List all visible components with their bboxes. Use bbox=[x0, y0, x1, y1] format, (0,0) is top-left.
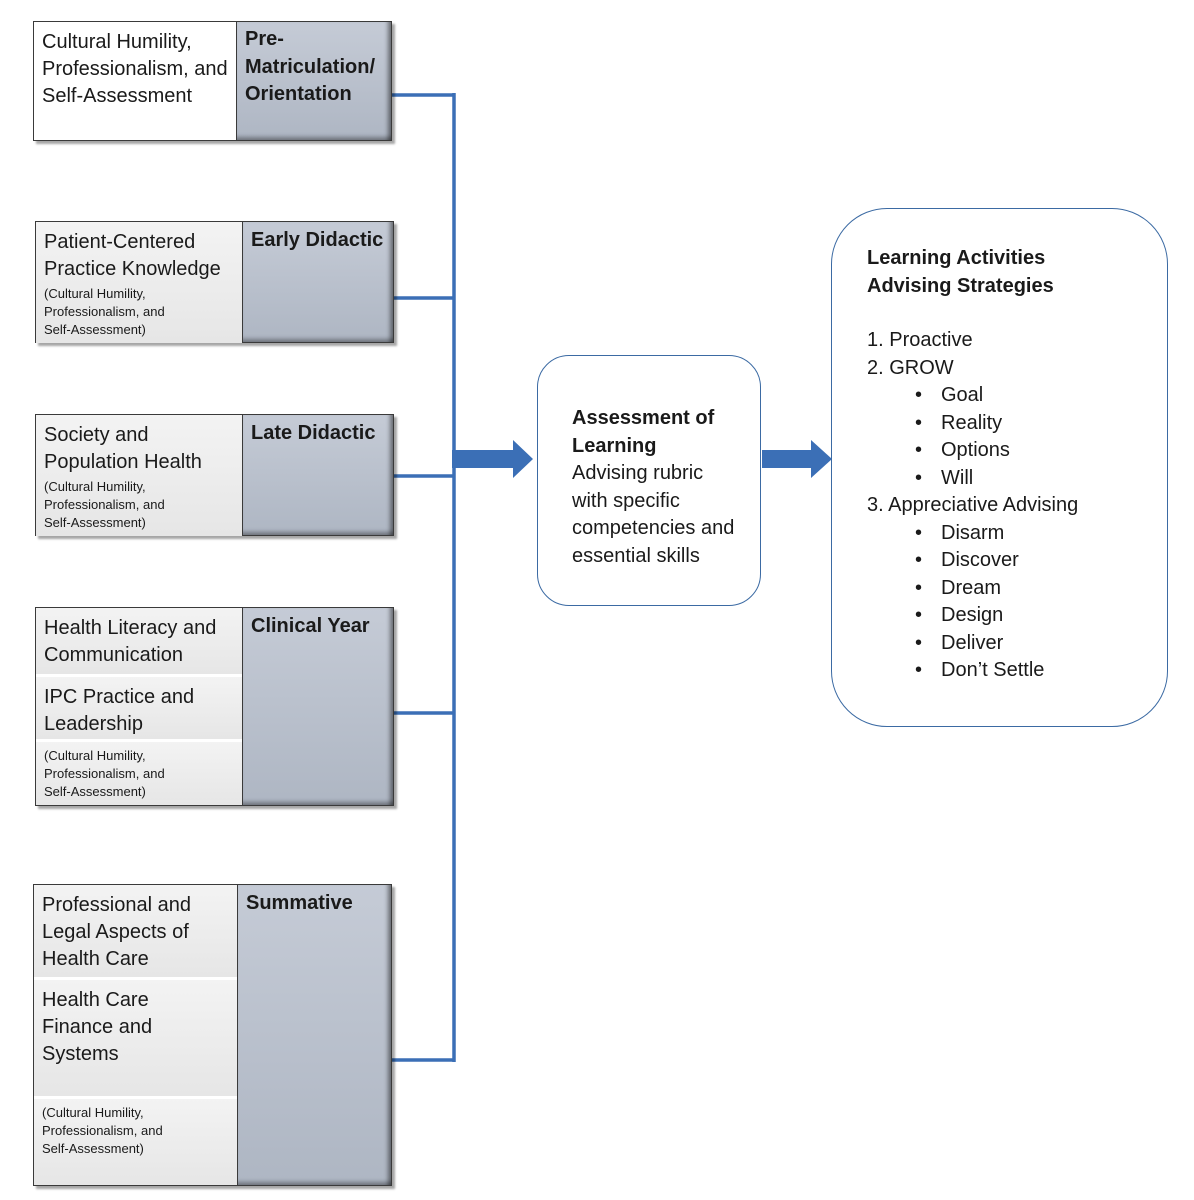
arrow-to-activities bbox=[762, 440, 832, 478]
grow-item: Reality bbox=[915, 410, 1157, 438]
learning-activities-box: Learning Activities Advising Strategies … bbox=[831, 208, 1168, 727]
topic-sub: (Cultural Humility, Professionalism, and… bbox=[44, 286, 165, 337]
stage-title: Summative bbox=[237, 885, 391, 1185]
topic-patient-centered: Patient-Centered Practice Knowledge (Cul… bbox=[36, 222, 242, 343]
topic-main: Society and Population Health bbox=[44, 424, 202, 473]
grow-item: Goal bbox=[915, 382, 1157, 410]
topic-professional-legal: Professional and Legal Aspects of Health… bbox=[34, 885, 237, 977]
appreciative-item: Design bbox=[915, 602, 1157, 630]
grow-list: Goal Reality Options Will bbox=[867, 382, 1157, 492]
assessment-body: Advising rubric with specific competenci… bbox=[572, 462, 735, 567]
topic-health-literacy: Health Literacy and Communication bbox=[36, 608, 242, 674]
strategy-appreciative: 3. Appreciative Advising bbox=[867, 494, 1079, 516]
stage-title: Early Didactic bbox=[242, 222, 393, 342]
appreciative-item: Disarm bbox=[915, 520, 1157, 548]
appreciative-item: Don’t Settle bbox=[915, 657, 1157, 685]
topic-health-care-finance: Health Care Finance and Systems bbox=[34, 977, 237, 1096]
grow-item: Will bbox=[915, 465, 1157, 493]
stage-pre-matriculation: Cultural Humility, Professionalism, and … bbox=[33, 21, 392, 141]
stage-title: Clinical Year bbox=[242, 608, 393, 805]
stage-late-didactic: Society and Population Health (Cultural … bbox=[35, 414, 394, 536]
appreciative-item: Dream bbox=[915, 575, 1157, 603]
appreciative-item: Discover bbox=[915, 547, 1157, 575]
topic-note: (Cultural Humility, Professionalism, and… bbox=[36, 739, 242, 805]
topic-society-population: Society and Population Health (Cultural … bbox=[36, 415, 242, 536]
strategy-grow: 2. GROW bbox=[867, 356, 954, 379]
strategy-proactive: 1. Proactive bbox=[867, 329, 973, 351]
stage-title: Pre- Matriculation/ Orientation bbox=[236, 22, 391, 140]
topic-sub: (Cultural Humility, Professionalism, and… bbox=[44, 479, 165, 530]
stage-topics: Cultural Humility, Professionalism, and … bbox=[34, 22, 236, 140]
topic-ipc-practice: IPC Practice and Leadership bbox=[36, 674, 242, 739]
stage-title: Late Didactic bbox=[242, 415, 393, 535]
stage-topics: Patient-Centered Practice Knowledge (Cul… bbox=[36, 222, 242, 343]
assessment-box: Assessment of Learning Advising rubric w… bbox=[537, 355, 761, 606]
topic-main: Patient-Centered Practice Knowledge bbox=[44, 231, 221, 280]
topic-note: (Cultural Humility, Professionalism, and… bbox=[34, 1096, 237, 1185]
stage-early-didactic: Patient-Centered Practice Knowledge (Cul… bbox=[35, 221, 394, 343]
topic-cultural-humility: Cultural Humility, Professionalism, and … bbox=[34, 22, 236, 140]
grow-item: Options bbox=[915, 437, 1157, 465]
stage-clinical-year: Health Literacy and Communication IPC Pr… bbox=[35, 607, 394, 806]
appreciative-list: Disarm Discover Dream Design Deliver Don… bbox=[867, 520, 1157, 685]
arrow-to-assessment bbox=[452, 440, 533, 478]
stage-topics: Health Literacy and Communication IPC Pr… bbox=[36, 608, 242, 805]
stage-topics: Professional and Legal Aspects of Health… bbox=[34, 885, 237, 1185]
stage-topics: Society and Population Health (Cultural … bbox=[36, 415, 242, 536]
appreciative-item: Deliver bbox=[915, 630, 1157, 658]
activities-title: Learning Activities Advising Strategies bbox=[867, 247, 1054, 297]
stage-summative: Professional and Legal Aspects of Health… bbox=[33, 884, 392, 1186]
assessment-title: Assessment of Learning bbox=[572, 407, 715, 457]
